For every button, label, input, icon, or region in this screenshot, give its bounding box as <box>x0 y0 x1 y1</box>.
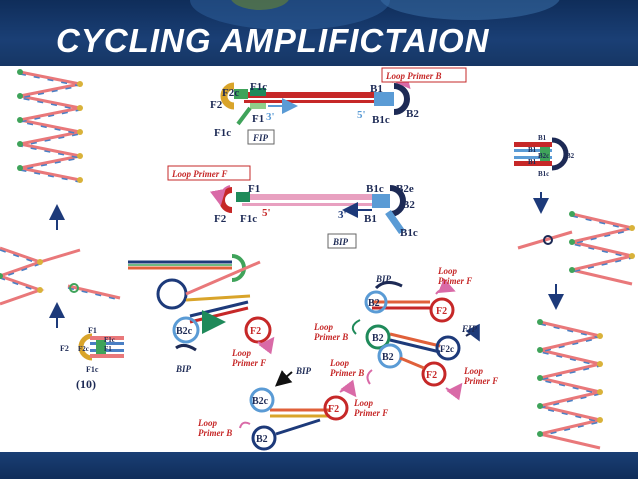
label-b2-mid1: B2 <box>372 333 384 344</box>
label-f1c: F1c <box>240 213 257 225</box>
label-b1c: B1c <box>372 114 390 126</box>
top-strand-diagram: F2c F1c F2 F1 F1c 3' FIP Loop Primer B B… <box>210 67 467 145</box>
left-zigzag-mid <box>0 246 81 306</box>
label-3-prime: 3' <box>338 209 347 221</box>
left-side-strand <box>67 283 121 301</box>
inset-r-label-b1-left: B1 <box>528 158 537 166</box>
label-bip-top: BIP <box>375 274 392 284</box>
inset-r-label-b1c: B1c <box>538 170 549 178</box>
inset-label-f2: F2 <box>60 344 69 353</box>
left-zigzag-top <box>17 69 83 183</box>
label-fip: FIP <box>252 133 269 143</box>
label-b1c: B1c <box>366 183 384 195</box>
label-bip: BIP <box>175 364 192 374</box>
header-decoration <box>230 0 290 10</box>
label-loop-primer-f: Loop Primer F <box>171 169 228 179</box>
label-f1c-lower: F1c <box>214 127 231 139</box>
inset-r-label-b1: B1 <box>528 146 537 154</box>
lamp-cycling-diagram: F1 F2 F2c F1c F1 F1c (10) F2c F1c F2 <box>0 67 635 451</box>
right-zigzag-mid <box>517 211 635 286</box>
label-b1: B1 <box>364 213 377 225</box>
label-b2: B2 <box>402 199 415 211</box>
right-inset-structure: B1 B1 B2c B1 B2 B1c <box>514 134 575 178</box>
inset-label-f1c: F1c <box>104 336 115 344</box>
label-f1c: F1c <box>250 81 267 93</box>
label-f2-bottom: F2 <box>328 404 339 415</box>
label-3-prime: 3' <box>266 111 275 123</box>
label-f1: F1 <box>252 113 264 125</box>
header-decoration <box>380 0 560 20</box>
left-inset-structure: F1 F2 F2c F1c F1 F1c (10) <box>60 326 124 391</box>
label-b2e: B2e <box>396 183 414 195</box>
label-5-prime: 5' <box>262 207 271 219</box>
label-fip: FIP <box>461 324 478 334</box>
label-b2c-bottom: B2c <box>252 396 269 407</box>
label-bip: BIP <box>332 237 349 247</box>
label-b2: B2 <box>406 108 419 120</box>
label-b1c-lower: B1c <box>400 227 418 239</box>
inset-label-f1: F1 <box>88 326 97 335</box>
inset-label-f1: F1 <box>104 345 112 353</box>
label-f2: F2 <box>214 213 227 225</box>
label-5-prime: 5' <box>357 109 366 121</box>
step-number-label: (10) <box>76 377 96 391</box>
slide-title: CYCLING AMPLIFICTAION <box>56 22 490 59</box>
header-band <box>0 0 638 66</box>
inset-r-label-b1-top: B1 <box>538 134 547 142</box>
label-b2-bottom: B2 <box>256 434 268 445</box>
label-b1: B1 <box>370 83 383 95</box>
label-f2-mid: F2 <box>426 370 437 381</box>
label-f2c-mid: F2c <box>440 344 454 354</box>
label-f2: F2 <box>210 99 223 111</box>
label-f2-top: F2 <box>436 306 447 317</box>
label-b2-top: B2 <box>368 298 380 309</box>
inset-label-f2c: F2c <box>78 345 89 353</box>
footer-band <box>0 452 638 479</box>
middle-strand-diagram: Loop Primer F F1 F2 F1c 5' B1c B2e B2 3'… <box>167 165 418 249</box>
inset-label-f1c-lower: F1c <box>86 365 99 374</box>
right-zigzag-bottom <box>537 319 603 450</box>
inset-r-label-b2c: B2c <box>538 152 549 160</box>
inset-r-label-b2: B2 <box>566 152 575 160</box>
label-f1: F1 <box>248 183 260 195</box>
label-loop-primer-b: Loop Primer B <box>385 71 442 81</box>
label-bip-bottom: BIP <box>295 366 312 376</box>
label-f2: F2 <box>250 326 261 337</box>
label-b2c: B2c <box>176 326 193 337</box>
label-b2-mid2: B2 <box>382 352 394 363</box>
label-f2c: F2c <box>222 87 239 99</box>
